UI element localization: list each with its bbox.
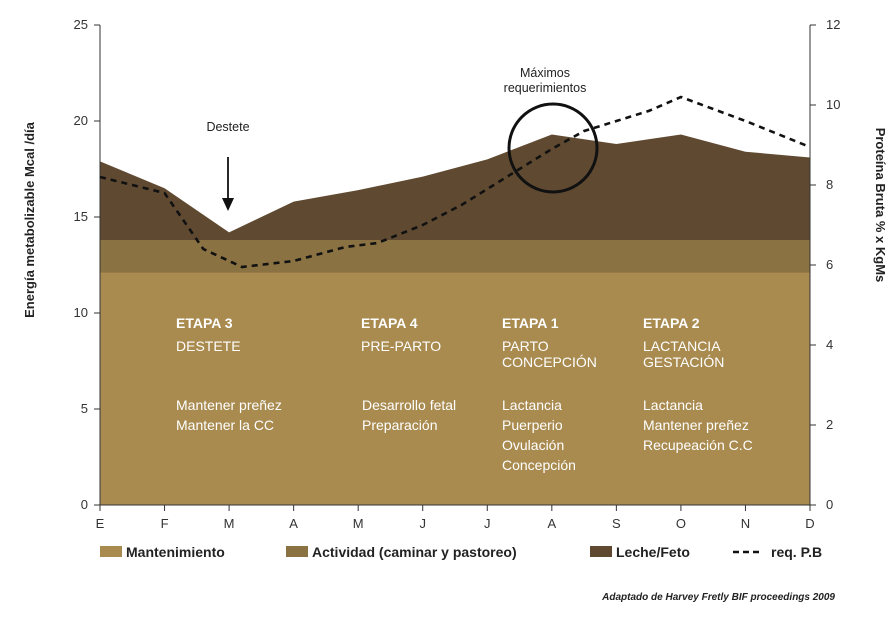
left-tick-label: 0: [81, 497, 88, 512]
stage-subtitle: GESTACIÓN: [643, 354, 724, 370]
legend-swatch: [286, 546, 308, 557]
stage-detail: Mantener preñez: [176, 397, 282, 413]
stage-detail: Puerperio: [502, 417, 563, 433]
stage-detail: Recupeación C.C: [643, 437, 753, 453]
stage-detail: Lactancia: [643, 397, 703, 413]
area-mantenimiento: [100, 272, 810, 505]
stage-subtitle: PRE-PARTO: [361, 338, 441, 354]
axes: 0 5 10 15 20 25 0 2 4 6 8 10 12E F M A M J J A S O N D Energía m…: [22, 17, 888, 531]
left-tick-label: 10: [74, 305, 88, 320]
legend: Mantenimiento Actividad (caminar y pastor…: [100, 544, 822, 560]
legend-item: Actividad (caminar y pastoreo): [286, 544, 517, 560]
left-tick-label: 20: [74, 113, 88, 128]
legend-item: Leche/Feto: [590, 544, 690, 560]
right-tick-label: 10: [826, 97, 840, 112]
maximos-label-1: Máximos: [520, 66, 570, 80]
left-tick-label: 15: [74, 209, 88, 224]
legend-label: Mantenimiento: [126, 544, 225, 560]
req-pb-path: [99, 95, 811, 269]
x-tick-label: J: [484, 516, 491, 531]
legend-label: Actividad (caminar y pastoreo): [312, 544, 517, 560]
legend-item: Mantenimiento: [100, 544, 225, 560]
legend-item: req. P.B: [733, 544, 822, 560]
left-tick-label: 5: [81, 401, 88, 416]
stage-title: ETAPA 1: [502, 315, 559, 331]
stage-detail: Desarrollo fetal: [362, 397, 456, 413]
x-tick-label: E: [96, 516, 105, 531]
stage-subtitle: LACTANCIA: [643, 338, 721, 354]
x-tick-label: S: [612, 516, 621, 531]
right-tick-label: 8: [826, 177, 833, 192]
destete-arrow-head: [222, 198, 234, 211]
stage-detail: Lactancia: [502, 397, 562, 413]
source-note: Adaptado de Harvey Fretly BIF proceeding…: [601, 592, 835, 603]
right-tick-label: 0: [826, 497, 833, 512]
y-axis-title: Energía metabolizable Mcal /día: [22, 121, 37, 318]
stage-subtitle: DESTETE: [176, 338, 241, 354]
stage-detail: Concepción: [502, 457, 576, 473]
x-tick-label: J: [419, 516, 426, 531]
stage-title: ETAPA 3: [176, 315, 233, 331]
legend-swatch: [100, 546, 122, 557]
x-tick-label: A: [289, 516, 298, 531]
legend-swatch: [590, 546, 612, 557]
stage-detail: Preparación: [362, 417, 438, 433]
stage-subtitle: PARTO: [502, 338, 549, 354]
x-tick-label: D: [805, 516, 814, 531]
right-tick-label: 2: [826, 417, 833, 432]
x-tick-label: A: [547, 516, 556, 531]
y2-axis-title: Proteína Bruta % x KgMs: [873, 128, 888, 283]
left-tick-label: 25: [74, 17, 88, 32]
stage-detail: Mantener la CC: [176, 417, 274, 433]
stage-block-2: ETAPA 4 PRE-PARTO Desarrollo fetalPreparac…: [361, 315, 456, 433]
maximos-circle: [507, 102, 599, 194]
right-tick-label: 6: [826, 257, 833, 272]
legend-label: req. P.B: [771, 544, 822, 560]
right-tick-label: 4: [826, 337, 833, 352]
stage-detail: Ovulación: [502, 437, 564, 453]
x-tick-label: N: [741, 516, 750, 531]
stage-detail: Mantener preñez: [643, 417, 749, 433]
destete-label: Destete: [206, 120, 249, 134]
x-tick-label: O: [676, 516, 686, 531]
area-layers: [100, 134, 810, 506]
stage-title: ETAPA 2: [643, 315, 700, 331]
stage-title: ETAPA 4: [361, 315, 418, 331]
maximos-label-2: requerimientos: [504, 81, 587, 95]
x-tick-label: M: [224, 516, 235, 531]
right-tick-label: 12: [826, 17, 840, 32]
x-tick-label: F: [161, 516, 169, 531]
stage-subtitle: CONCEPCIÓN: [502, 354, 597, 370]
req-pb-line: [99, 95, 811, 269]
legend-label: Leche/Feto: [616, 544, 690, 560]
x-tick-label: M: [353, 516, 364, 531]
